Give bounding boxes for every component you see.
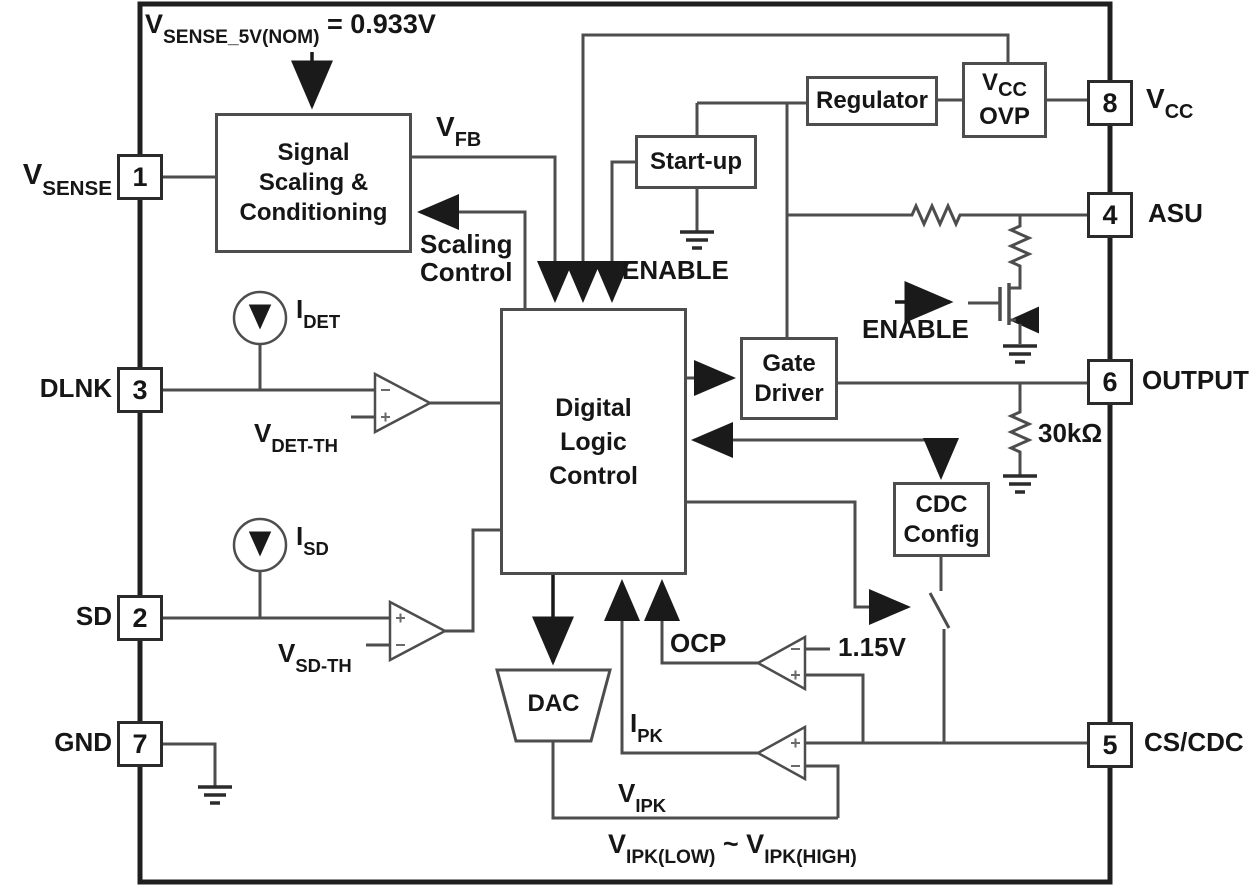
- idet-current-source: [232, 290, 288, 346]
- wire-scaling-control: [417, 194, 527, 308]
- block-line: Logic: [560, 427, 627, 456]
- wire-enable-dlc: [594, 160, 635, 303]
- isd-label: ISD: [296, 521, 329, 559]
- wire-dlc-switch: [687, 500, 911, 625]
- block-line: Digital: [555, 393, 632, 422]
- dac-shape: [495, 668, 612, 743]
- block-line: VCC: [982, 68, 1027, 101]
- vsense-5v-note: VSENSE_5V(NOM) = 0.933V: [145, 9, 436, 48]
- ipk-label: IPK: [630, 708, 663, 746]
- wire-ipk-out: [604, 579, 758, 755]
- ipk-comparator: [755, 724, 807, 782]
- block-line: OVP: [979, 103, 1030, 131]
- switch-blade: [928, 592, 951, 629]
- idet-label: IDET: [296, 294, 341, 332]
- block-startup: Start-up: [635, 135, 757, 189]
- pin-label-gnd: GND: [54, 727, 112, 757]
- ground-startup: [680, 230, 714, 250]
- block-line: Conditioning: [239, 199, 388, 226]
- block-gate-driver: Gate Driver: [740, 337, 838, 420]
- scaling-control-label: Scaling Control: [420, 229, 513, 287]
- vipk-range-label: VIPK(LOW) ~ VIPK(HIGH): [608, 829, 857, 868]
- wire-ocp-out: [644, 579, 758, 665]
- block-cdc-config: CDC Config: [893, 482, 990, 557]
- wire-vipk: [551, 741, 838, 820]
- pin-6-box: 6: [1087, 359, 1133, 405]
- ground-symbols: [198, 230, 1037, 805]
- wire-ocp-plus: [805, 673, 865, 743]
- pin-label-asu: ASU: [1148, 198, 1203, 228]
- block-line: CDC: [915, 490, 968, 518]
- ocp-label: OCP: [670, 628, 727, 658]
- block-line: Gate: [762, 349, 816, 377]
- pin-7-box: 7: [117, 721, 163, 767]
- ocp-comparator: [755, 634, 807, 692]
- ground-pin7: [198, 785, 232, 805]
- enable-left-label: ENABLE: [622, 255, 729, 285]
- wire-vfb: [412, 155, 573, 303]
- block-line: Regulator: [815, 87, 928, 114]
- block-digital-logic-control: Digital Logic Control: [500, 308, 687, 575]
- enable-right-label: ENABLE: [862, 314, 969, 344]
- pin-label-vsense: VSENSE: [22, 159, 112, 200]
- pin-8-box: 8: [1087, 80, 1133, 126]
- block-dac-label: DAC: [527, 690, 580, 717]
- block-line: Config: [903, 520, 980, 548]
- vdet-th-label: VDET-TH: [254, 418, 338, 456]
- vsd-th-label: VSD-TH: [278, 638, 352, 676]
- wire-asu-resistor: [787, 202, 1087, 228]
- pin-label-sd: SD: [75, 601, 112, 631]
- wire-pin7-gnd: [163, 742, 217, 786]
- r30k-label: 30kΩ: [1038, 418, 1103, 448]
- pin-3-box: 3: [117, 367, 163, 413]
- block-line: Driver: [754, 379, 824, 407]
- pin-label-output: OUTPUT: [1142, 365, 1249, 395]
- junction-dot: [1016, 316, 1024, 324]
- current-sources: [232, 290, 288, 573]
- wire-ipk-minus: [805, 764, 840, 818]
- ground-30k: [1003, 474, 1037, 494]
- dlnk-comparator: [373, 371, 433, 435]
- pin-4-box: 4: [1087, 192, 1133, 238]
- wire-sdcomp-out: [445, 528, 500, 633]
- ref-1v15-label: 1.15V: [838, 632, 906, 662]
- pin-label-cscdc: CS/CDC: [1144, 727, 1244, 757]
- pin-2-box: 2: [117, 595, 163, 641]
- vipk-label: VIPK: [618, 778, 667, 816]
- vfb-label: VFB: [436, 111, 482, 152]
- comparator-signs: [381, 389, 800, 767]
- sd-comparator: [388, 599, 448, 663]
- wire-asu-drain: [1007, 215, 1033, 290]
- pin-5-box: 5: [1087, 722, 1133, 768]
- block-line: Scaling &: [258, 169, 369, 196]
- block-regulator: Regulator: [806, 76, 938, 126]
- block-line: Start-up: [650, 148, 742, 175]
- block-signal-scaling: Signal Scaling & Conditioning: [215, 113, 412, 253]
- pin-label-vcc: VCC: [1146, 83, 1194, 124]
- block-line: Control: [549, 461, 638, 490]
- block-line: Signal: [277, 139, 350, 166]
- wires: [163, 33, 1087, 820]
- wire-30k: [1007, 383, 1033, 475]
- isd-current-source: [232, 517, 288, 573]
- block-vcc-ovp: VCC OVP: [962, 62, 1047, 138]
- wire-top-dlc: [565, 33, 1010, 303]
- chip-outline: [137, 1, 1113, 885]
- ground-mosfet: [1003, 344, 1037, 364]
- pin-label-dlnk: DLNK: [39, 373, 112, 403]
- pin-1-box: 1: [117, 154, 163, 200]
